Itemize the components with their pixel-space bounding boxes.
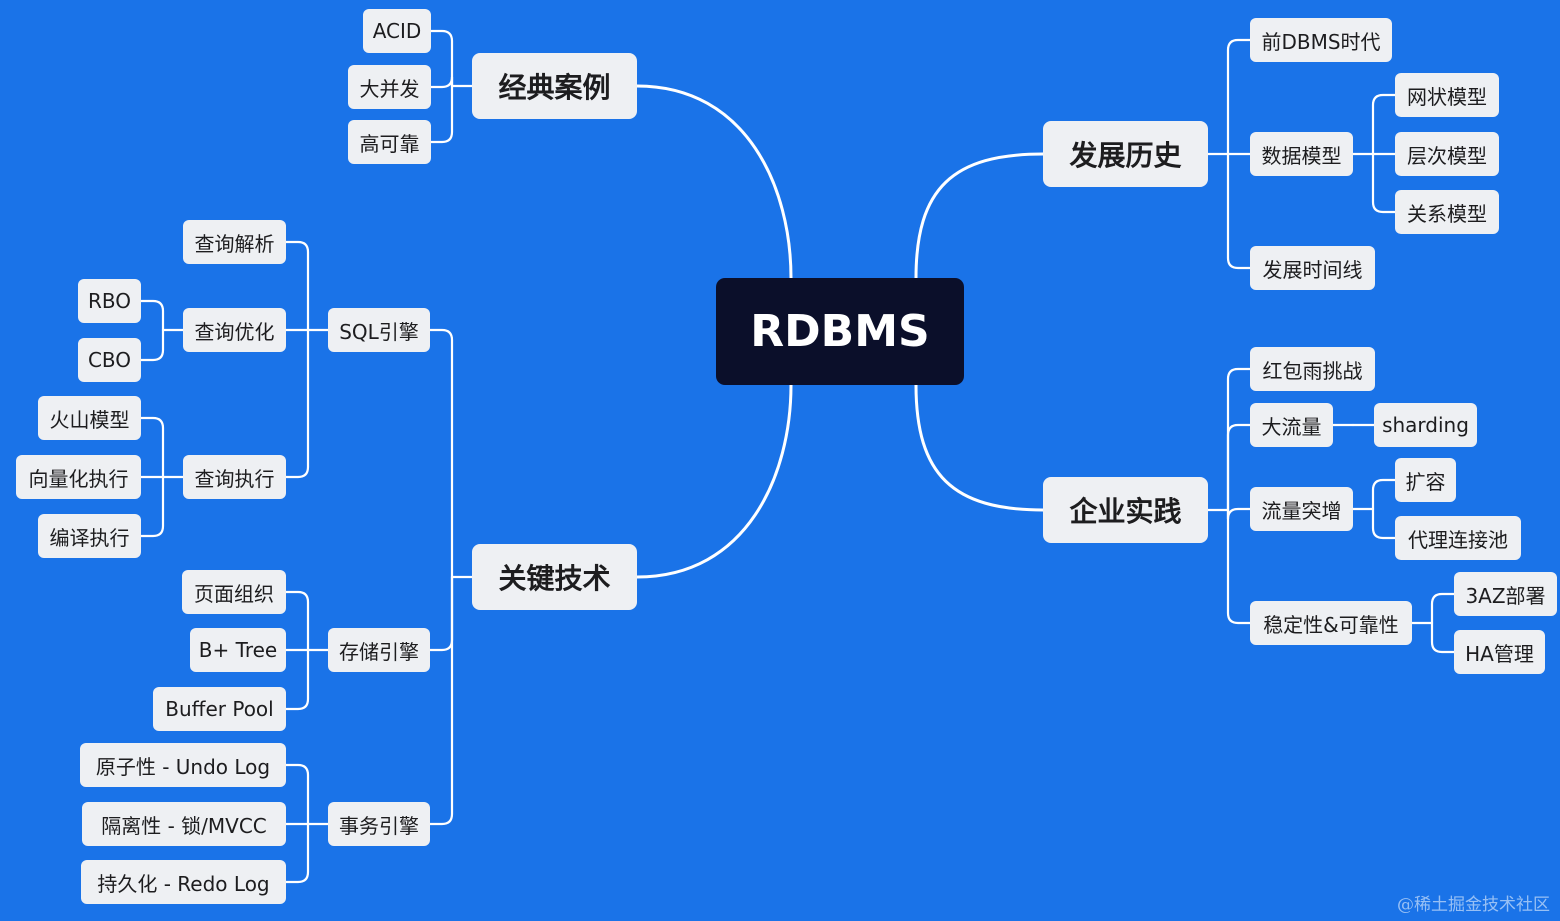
leaf-high-reliability[interactable]: 高可靠: [348, 120, 431, 164]
link-n-classic-n-acid: [429, 29, 454, 88]
link-n-hist-n-time: [1226, 152, 1252, 270]
link-n-model-n-net: [1371, 93, 1397, 156]
root-link-n-key: [635, 383, 793, 579]
node-big-traffic[interactable]: 大流量: [1250, 403, 1333, 447]
root-link-n-classic: [635, 84, 793, 280]
leaf-isolation-mvcc[interactable]: 隔离性 - 锁/MVCC: [82, 802, 286, 846]
link-n-sql-n-parse: [284, 240, 310, 332]
link-n-txn-n-dur: [284, 822, 310, 884]
link-n-burst-n-proxy: [1371, 507, 1397, 540]
node-stability-reliability[interactable]: 稳定性&可靠性: [1250, 601, 1412, 645]
link-n-model-n-relm: [1371, 152, 1397, 214]
link-n-sql-n-exec: [284, 328, 310, 479]
link-n-opt-n-rbo: [139, 299, 165, 332]
leaf-pre-dbms-era[interactable]: 前DBMS时代: [1250, 18, 1392, 62]
leaf-bplus-tree[interactable]: B+ Tree: [190, 628, 286, 672]
leaf-red-packet-challenge[interactable]: 红包雨挑战: [1250, 347, 1375, 391]
branch-history[interactable]: 发展历史: [1043, 121, 1208, 187]
link-n-exec-n-compile: [139, 475, 165, 538]
link-n-stab-n-ha: [1430, 621, 1456, 654]
link-n-prac-n-burst: [1226, 507, 1252, 520]
leaf-scale-out[interactable]: 扩容: [1395, 458, 1456, 502]
leaf-relational-model[interactable]: 关系模型: [1395, 190, 1499, 234]
leaf-proxy-connection-pool[interactable]: 代理连接池: [1395, 516, 1521, 560]
link-n-exec-n-volcano: [139, 416, 165, 479]
link-n-classic-n-conc: [429, 76, 454, 89]
link-n-key-n-txn: [428, 575, 454, 826]
node-query-execute[interactable]: 查询执行: [183, 455, 286, 499]
branch-key-tech[interactable]: 关键技术: [472, 544, 637, 610]
leaf-durability-redo-log[interactable]: 持久化 - Redo Log: [81, 860, 286, 904]
leaf-page-organization[interactable]: 页面组织: [182, 570, 286, 614]
leaf-3az-deployment[interactable]: 3AZ部署: [1454, 572, 1557, 616]
leaf-sharding[interactable]: sharding: [1374, 403, 1477, 447]
link-n-txn-n-atom: [284, 763, 310, 826]
link-n-store-n-page: [284, 590, 310, 652]
leaf-rbo[interactable]: RBO: [78, 279, 141, 323]
leaf-ha-management[interactable]: HA管理: [1454, 630, 1545, 674]
link-n-prac-n-red: [1226, 367, 1252, 512]
link-n-key-n-sql: [428, 328, 454, 579]
leaf-network-model[interactable]: 网状模型: [1395, 73, 1499, 117]
root-link-n-hist: [914, 152, 1045, 280]
root-link-n-prac: [914, 383, 1045, 512]
link-n-store-n-buffer: [284, 648, 310, 711]
link-n-prac-n-big: [1226, 423, 1252, 512]
link-n-burst-n-scale: [1371, 478, 1397, 511]
node-query-optimize[interactable]: 查询优化: [183, 308, 286, 352]
leaf-high-concurrency[interactable]: 大并发: [348, 65, 431, 109]
leaf-buffer-pool[interactable]: Buffer Pool: [153, 687, 286, 731]
node-data-model[interactable]: 数据模型: [1250, 132, 1353, 176]
leaf-atomicity-undo-log[interactable]: 原子性 - Undo Log: [80, 743, 286, 787]
link-n-classic-n-rel: [429, 84, 454, 144]
link-n-stab-n-3az: [1430, 592, 1456, 625]
node-sql-engine[interactable]: SQL引擎: [328, 308, 430, 352]
link-n-prac-n-stab: [1226, 508, 1252, 625]
branch-enterprise-practice[interactable]: 企业实践: [1043, 477, 1208, 543]
link-n-hist-n-pre: [1226, 38, 1252, 156]
leaf-timeline[interactable]: 发展时间线: [1250, 246, 1375, 290]
root-node[interactable]: RDBMS: [716, 278, 964, 385]
leaf-cbo[interactable]: CBO: [78, 338, 141, 382]
leaf-acid[interactable]: ACID: [363, 9, 431, 53]
leaf-vectorized-exec[interactable]: 向量化执行: [16, 455, 141, 499]
node-transaction-engine[interactable]: 事务引擎: [328, 802, 430, 846]
branch-classic-cases[interactable]: 经典案例: [472, 53, 637, 119]
leaf-hierarchical-model[interactable]: 层次模型: [1395, 132, 1499, 176]
link-n-opt-n-cbo: [139, 328, 165, 362]
leaf-volcano-model[interactable]: 火山模型: [38, 396, 141, 440]
node-traffic-burst[interactable]: 流量突增: [1250, 487, 1353, 531]
node-storage-engine[interactable]: 存储引擎: [328, 628, 430, 672]
node-query-parse[interactable]: 查询解析: [183, 220, 286, 264]
link-n-key-n-store: [428, 575, 454, 652]
leaf-compiled-exec[interactable]: 编译执行: [38, 514, 141, 558]
watermark: @稀土掘金技术社区: [1397, 895, 1550, 915]
